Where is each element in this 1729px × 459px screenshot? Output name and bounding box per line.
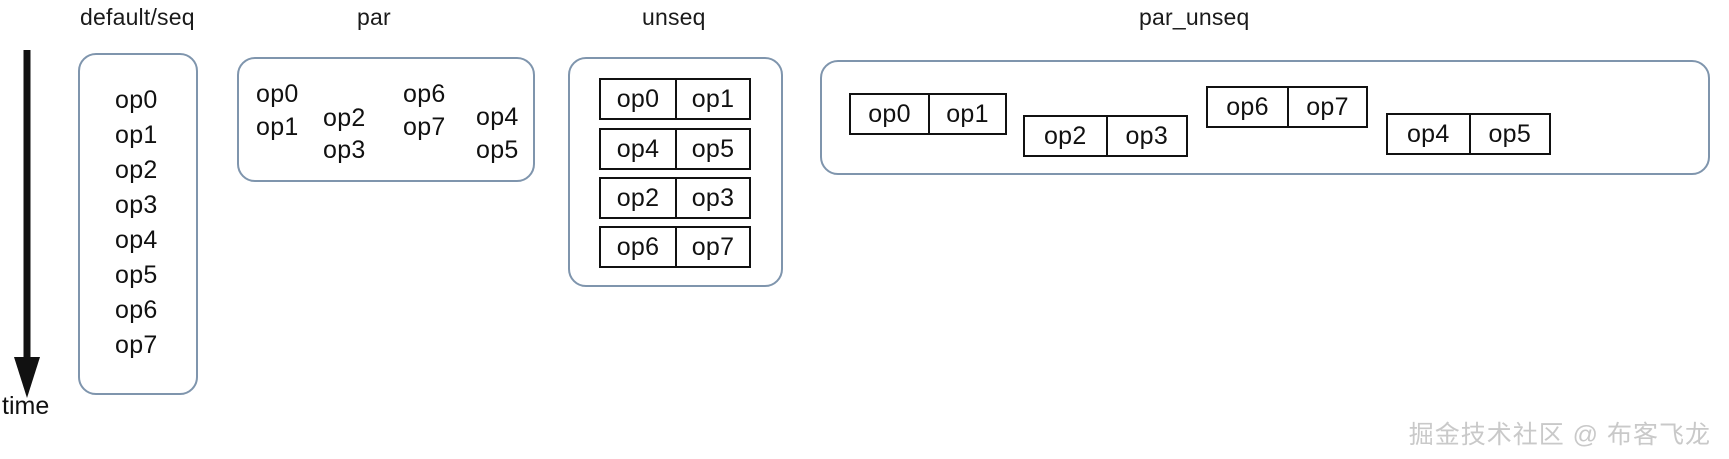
watermark: 掘金技术社区 @ 布客飞龙 bbox=[1408, 421, 1711, 449]
op-cell: op7 bbox=[1287, 88, 1366, 126]
op-label: op1 bbox=[115, 121, 158, 149]
op-cell: op1 bbox=[675, 80, 749, 118]
op-label: op3 bbox=[323, 136, 366, 164]
op-label: op2 bbox=[115, 156, 158, 184]
op-label: op6 bbox=[115, 296, 158, 324]
op-pair: op4 op5 bbox=[599, 128, 751, 170]
op-label: op6 bbox=[403, 80, 446, 108]
op-label: op7 bbox=[115, 331, 158, 359]
group-title-par_unseq: par_unseq bbox=[1139, 4, 1250, 30]
op-label: op4 bbox=[115, 226, 158, 254]
op-cell: op2 bbox=[616, 183, 660, 212]
op-pair: op4 op5 bbox=[1386, 113, 1551, 155]
op-pair: op2 op3 bbox=[1023, 115, 1188, 157]
op-cell: op3 bbox=[675, 179, 749, 217]
op-cell: op6 bbox=[1226, 92, 1269, 121]
group-title-seq: default/seq bbox=[80, 4, 195, 30]
op-cell: op5 bbox=[675, 130, 749, 168]
time-axis bbox=[10, 50, 44, 400]
op-pair: op2 op3 bbox=[599, 177, 751, 219]
down-arrow-icon bbox=[14, 50, 40, 398]
group-box-par bbox=[237, 57, 535, 182]
op-cell: op5 bbox=[1468, 115, 1550, 153]
op-label: op1 bbox=[256, 113, 299, 141]
op-pair: op0 op1 bbox=[849, 93, 1007, 135]
group-title-unseq: unseq bbox=[642, 4, 706, 30]
op-cell: op0 bbox=[868, 99, 911, 128]
op-label: op5 bbox=[476, 136, 519, 164]
op-cell: op0 bbox=[616, 84, 660, 113]
op-label: op7 bbox=[403, 113, 446, 141]
op-label: op4 bbox=[476, 103, 519, 131]
group-box-seq bbox=[78, 53, 198, 395]
op-label: op0 bbox=[256, 80, 299, 108]
op-cell: op6 bbox=[616, 232, 660, 261]
op-cell: op2 bbox=[1043, 121, 1087, 150]
op-cell: op4 bbox=[1406, 119, 1450, 148]
op-pair: op6 op7 bbox=[599, 226, 751, 268]
op-pair: op6 op7 bbox=[1206, 86, 1368, 128]
op-cell: op3 bbox=[1105, 117, 1187, 155]
op-pair: op0 op1 bbox=[599, 78, 751, 120]
op-label: op3 bbox=[115, 191, 158, 219]
op-cell: op7 bbox=[675, 228, 749, 266]
group-title-par: par bbox=[357, 4, 391, 30]
op-cell: op1 bbox=[928, 95, 1005, 133]
time-axis-label: time bbox=[2, 392, 50, 420]
op-label: op5 bbox=[115, 261, 158, 289]
op-label: op2 bbox=[323, 104, 366, 132]
op-label: op0 bbox=[115, 86, 158, 114]
op-cell: op4 bbox=[616, 134, 660, 163]
